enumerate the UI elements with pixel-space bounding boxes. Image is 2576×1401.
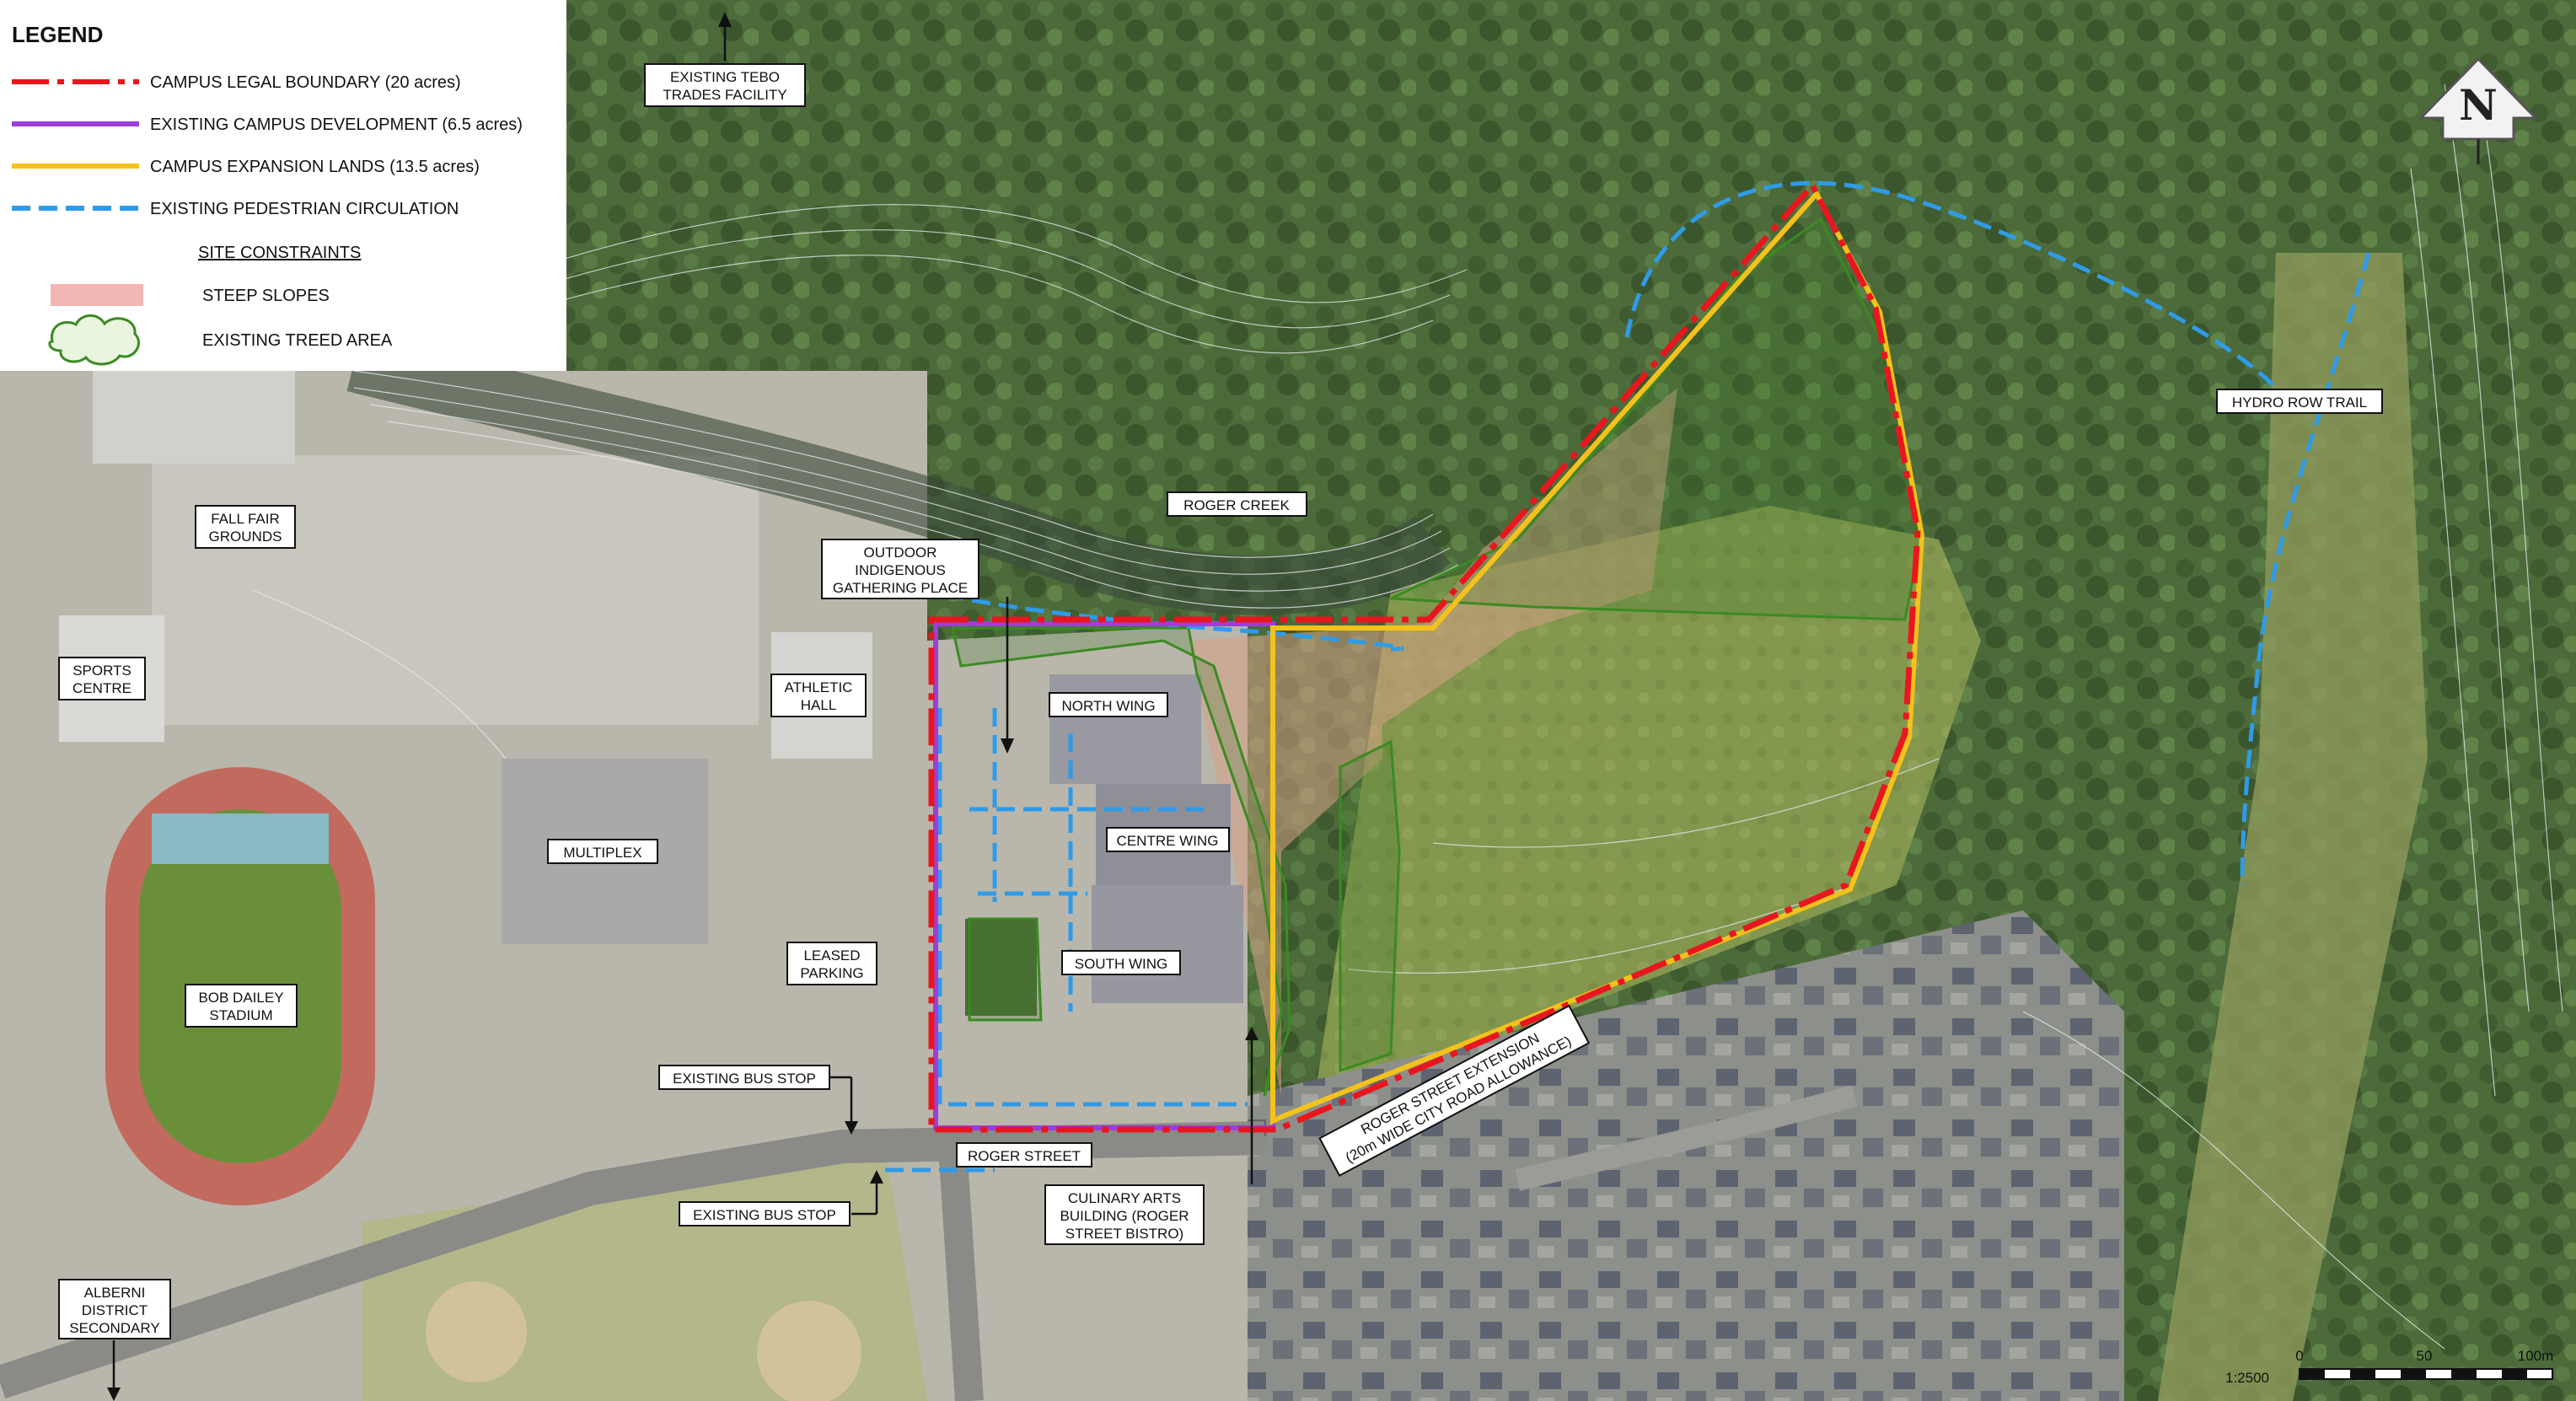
label-multiplex: MULTIPLEX bbox=[547, 839, 658, 864]
svg-text:LEASED: LEASED bbox=[803, 947, 860, 964]
svg-text:NORTH WING: NORTH WING bbox=[1061, 698, 1155, 714]
campus-legal-boundary bbox=[928, 180, 1921, 1133]
svg-text:TRADES FACILITY: TRADES FACILITY bbox=[663, 87, 786, 103]
label-roger-street: ROGER STREET bbox=[956, 1142, 1092, 1168]
campus-expansion-lands-boundary bbox=[1270, 189, 1925, 1125]
svg-text:STADIUM: STADIUM bbox=[209, 1007, 272, 1023]
label-athletic-hall: ATHLETIC HALL bbox=[770, 674, 867, 717]
svg-text:HALL: HALL bbox=[801, 697, 837, 713]
svg-text:INDIGENOUS: INDIGENOUS bbox=[855, 562, 946, 578]
legend-item-pedestrian-circulation: EXISTING PEDESTRIAN CIRCULATION bbox=[150, 200, 459, 218]
svg-text:MULTIPLEX: MULTIPLEX bbox=[563, 845, 641, 861]
contour-lines bbox=[252, 83, 2563, 1350]
svg-text:50: 50 bbox=[2417, 1348, 2433, 1364]
svg-text:BUILDING (ROGER: BUILDING (ROGER bbox=[1060, 1208, 1189, 1224]
label-bob-dailey-stadium: BOB DAILEY STADIUM bbox=[185, 984, 298, 1028]
svg-text:OUTDOOR: OUTDOOR bbox=[864, 545, 937, 561]
legend-item-treed-area: EXISTING TREED AREA bbox=[202, 331, 393, 350]
svg-text:HYDRO ROW TRAIL: HYDRO ROW TRAIL bbox=[2232, 395, 2367, 411]
label-hydro-row-trail: HYDRO ROW TRAIL bbox=[2216, 389, 2383, 414]
legend-panel: LEGEND CAMPUS LEGAL BOUNDARY (20 acres) … bbox=[0, 0, 566, 371]
ball-field-1 bbox=[426, 1281, 527, 1382]
north-arrow-icon: N bbox=[2418, 56, 2539, 164]
svg-text:EXISTING BUS STOP: EXISTING BUS STOP bbox=[693, 1207, 836, 1223]
south-residential bbox=[1248, 910, 2124, 1401]
label-existing-bus-stop-south: EXISTING BUS STOP bbox=[679, 1201, 851, 1227]
label-south-wing: SOUTH WING bbox=[1061, 950, 1181, 975]
steep-slopes bbox=[1189, 388, 1677, 1096]
svg-text:EXISTING BUS STOP: EXISTING BUS STOP bbox=[673, 1071, 816, 1087]
legend-item-legal-boundary: CAMPUS LEGAL BOUNDARY (20 acres) bbox=[150, 73, 461, 92]
svg-text:FALL FAIR: FALL FAIR bbox=[211, 511, 280, 527]
label-leaders bbox=[112, 24, 1253, 1391]
label-north-wing: NORTH WING bbox=[1049, 692, 1168, 717]
label-outdoor-indigenous-gathering: OUTDOOR INDIGENOUS GATHERING PLACE bbox=[821, 539, 979, 599]
svg-text:SPORTS: SPORTS bbox=[72, 663, 131, 679]
pedestrian-paths bbox=[885, 180, 2371, 1173]
label-centre-wing: CENTRE WING bbox=[1106, 827, 1230, 852]
label-sports-centre: SPORTS CENTRE bbox=[58, 657, 146, 700]
svg-text:CENTRE WING: CENTRE WING bbox=[1117, 833, 1219, 849]
legend-title: LEGEND bbox=[12, 22, 103, 47]
svg-text:1:2500: 1:2500 bbox=[2225, 1370, 2269, 1386]
svg-text:PARKING: PARKING bbox=[800, 965, 863, 981]
svg-text:ROGER CREEK: ROGER CREEK bbox=[1183, 497, 1290, 513]
campus-courtyard bbox=[965, 919, 1037, 1016]
label-leased-parking: LEASED PARKING bbox=[786, 942, 877, 985]
svg-text:ALBERNI: ALBERNI bbox=[84, 1285, 146, 1301]
hydro-clearing bbox=[2158, 253, 2428, 1401]
svg-text:ATHLETIC: ATHLETIC bbox=[785, 679, 853, 695]
label-roger-creek: ROGER CREEK bbox=[1167, 491, 1307, 517]
north-arrow-letter: N bbox=[2459, 80, 2498, 130]
legend-constraints-heading: SITE CONSTRAINTS bbox=[198, 244, 361, 262]
label-fall-fair-grounds: FALL FAIR GROUNDS bbox=[195, 505, 296, 549]
label-existing-bus-stop-north: EXISTING BUS STOP bbox=[658, 1065, 830, 1090]
label-existing-tebo-trades: EXISTING TEBO TRADES FACILITY bbox=[644, 63, 806, 107]
label-culinary-arts-building: CULINARY ARTS BUILDING (ROGER STREET BIS… bbox=[1044, 1184, 1205, 1245]
svg-text:0: 0 bbox=[2295, 1348, 2303, 1364]
svg-text:DISTRICT: DISTRICT bbox=[82, 1302, 148, 1318]
svg-text:GATHERING PLACE: GATHERING PLACE bbox=[833, 580, 968, 596]
campus-south-wing bbox=[1092, 885, 1243, 1003]
south-road bbox=[938, 1145, 984, 1401]
stadium-pool bbox=[152, 813, 329, 864]
svg-text:EXISTING TEBO: EXISTING TEBO bbox=[670, 69, 780, 85]
svg-text:SECONDARY: SECONDARY bbox=[69, 1320, 159, 1336]
svg-text:ROGER STREET: ROGER STREET bbox=[968, 1148, 1081, 1164]
ball-field-2 bbox=[757, 1301, 861, 1401]
north-field-buildings bbox=[93, 371, 295, 464]
label-alberni-district-secondary: ALBERNI DISTRICT SECONDARY bbox=[58, 1279, 171, 1339]
roger-creek-channel bbox=[346, 334, 1451, 615]
svg-text:STREET BISTRO): STREET BISTRO) bbox=[1065, 1226, 1183, 1242]
fall-fair-grounds bbox=[152, 455, 759, 725]
svg-text:CULINARY ARTS: CULINARY ARTS bbox=[1068, 1190, 1181, 1206]
scale-bar: 0 50 100m 1:2500 bbox=[2225, 1348, 2553, 1386]
svg-text:100m: 100m bbox=[2518, 1348, 2554, 1364]
svg-text:CENTRE: CENTRE bbox=[72, 680, 131, 696]
svg-text:BOB DAILEY: BOB DAILEY bbox=[198, 990, 283, 1006]
legend-item-expansion-lands: CAMPUS EXPANSION LANDS (13.5 acres) bbox=[150, 158, 480, 176]
subdivision-road bbox=[1514, 1085, 1858, 1191]
arrow-heads bbox=[107, 12, 1258, 1401]
legend-item-steep-slopes: STEEP SLOPES bbox=[202, 287, 330, 305]
existing-treed-areas bbox=[951, 217, 1924, 1097]
svg-text:GROUNDS: GROUNDS bbox=[209, 529, 282, 545]
svg-text:SOUTH WING: SOUTH WING bbox=[1075, 956, 1168, 972]
legend-item-campus-development: EXISTING CAMPUS DEVELOPMENT (6.5 acres) bbox=[150, 115, 523, 134]
